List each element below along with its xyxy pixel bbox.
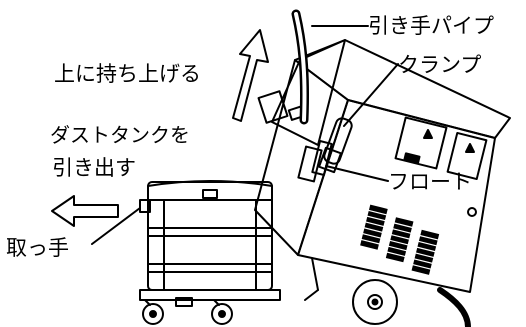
main-unit bbox=[254, 39, 511, 327]
label-pull-out-line2: 引き出す bbox=[52, 156, 136, 180]
label-lift-up: 上に持ち上げる bbox=[54, 62, 201, 86]
left-arrow-icon bbox=[51, 195, 119, 227]
tank-wheel-right bbox=[211, 303, 233, 325]
leader-float bbox=[325, 165, 389, 182]
clamp bbox=[318, 117, 353, 174]
label-pull-out-line1: ダストタンクを bbox=[50, 123, 190, 147]
label-clamp: クランプ bbox=[398, 53, 482, 77]
label-float: フロート bbox=[388, 170, 472, 194]
head-latch bbox=[257, 90, 289, 124]
dust-tank-grip bbox=[139, 199, 151, 213]
dust-tank bbox=[139, 180, 281, 325]
tank-wheel-left bbox=[142, 303, 164, 325]
vent-grilles bbox=[360, 204, 440, 275]
panel-window-left bbox=[394, 116, 448, 170]
panel-window-right bbox=[446, 131, 488, 181]
main-body-front bbox=[297, 99, 496, 293]
label-handle-pipe: 引き手パイプ bbox=[368, 14, 494, 38]
label-grip: 取っ手 bbox=[6, 236, 69, 260]
hose bbox=[437, 287, 471, 327]
rear-wheel bbox=[352, 279, 398, 325]
leader-grip bbox=[91, 207, 141, 245]
up-arrow-icon bbox=[232, 29, 269, 122]
leader-clamp bbox=[343, 63, 399, 127]
float bbox=[297, 140, 333, 183]
